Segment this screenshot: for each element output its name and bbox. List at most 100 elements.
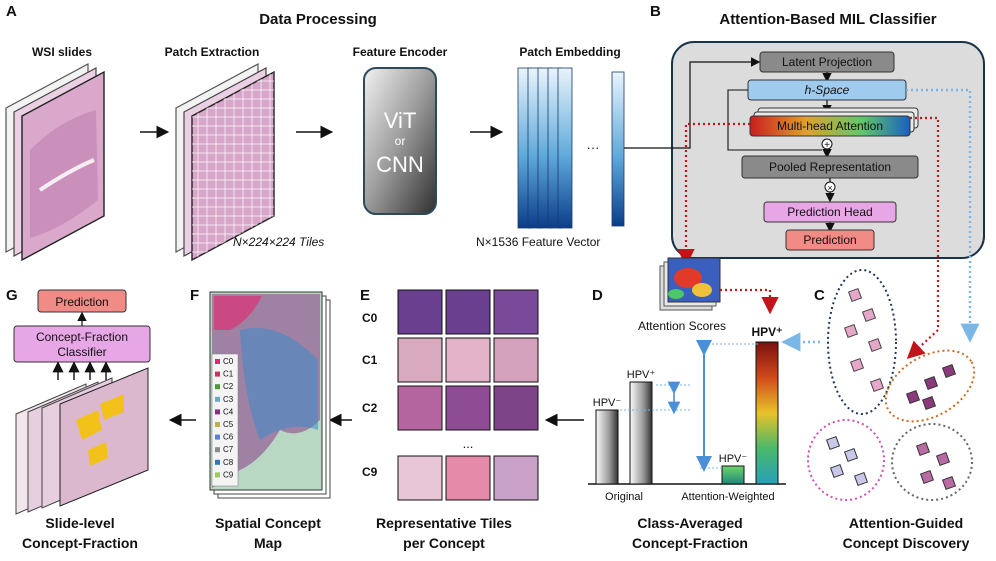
bar-weighted-hpv-neg <box>721 465 745 485</box>
patch-grid-image <box>175 62 275 262</box>
attention-scores-label: Attention Scores <box>638 319 726 333</box>
panel-letter-a: A <box>6 3 17 20</box>
panel-letter-b: B <box>650 3 661 20</box>
row-label-c1: C1 <box>362 353 378 367</box>
legend-label-c2: C2 <box>223 382 234 391</box>
panel-e-caption-2: per Concept <box>403 535 485 551</box>
h-space-label: h-Space <box>805 83 850 97</box>
legend-label-c3: C3 <box>223 395 234 404</box>
slide-fraction-stack <box>15 367 149 515</box>
legend-swatch-c4 <box>215 409 220 415</box>
panel-letter-d: D <box>592 287 603 304</box>
patch-label: Patch Extraction <box>165 45 260 59</box>
hspace-to-concept-arrow <box>906 88 980 343</box>
x-label-weighted: Attention-Weighted <box>681 491 774 503</box>
feature-vector-label: N×1536 Feature Vector <box>476 235 600 249</box>
panel-e: E C0 C1 C2 C9 ... Representative Tiles p… <box>360 287 539 551</box>
label-weighted-pos: HPV⁺ <box>751 325 782 339</box>
concept-cluster-gray <box>891 423 973 501</box>
panel-f-caption-1: Spatial Concept <box>215 515 321 531</box>
scores-to-bar-arrow <box>720 288 779 315</box>
legend-swatch-c0 <box>215 359 220 364</box>
prediction-label: Prediction <box>803 233 856 247</box>
label-orig-neg: HPV⁻ <box>593 397 622 409</box>
panel-g-caption-1: Slide-level <box>45 515 114 531</box>
bar-original-hpv-pos <box>629 381 653 485</box>
legend-label-c5: C5 <box>223 420 234 429</box>
pooled-label: Pooled Representation <box>769 160 891 174</box>
legend-swatch-c6 <box>215 434 220 440</box>
legend-swatch-c2 <box>215 384 220 390</box>
row-label-c9: C9 <box>362 465 378 479</box>
encoder-cnn: CNN <box>376 152 424 177</box>
panel-b-title: Attention-Based MIL Classifier <box>719 11 936 28</box>
panel-f-caption-2: Map <box>254 535 282 551</box>
multi-head-attention-box <box>749 115 911 137</box>
mha-to-scores-arrow <box>677 122 750 267</box>
panel-g-caption-2: Concept-Fraction <box>22 535 138 551</box>
legend-label-c7: C7 <box>223 445 234 454</box>
panel-letter-c: C <box>814 287 825 304</box>
legend-label-c1: C1 <box>223 370 234 379</box>
legend-label-c6: C6 <box>223 433 234 442</box>
wsi-label: WSI slides <box>32 45 92 59</box>
prediction-head-label: Prediction Head <box>787 205 872 219</box>
legend-label-c8: C8 <box>223 458 234 467</box>
panel-b: B Attention-Based MIL Classifier Latent … <box>624 3 985 359</box>
concept-cluster-orange <box>884 349 976 423</box>
concept-cluster-navy <box>827 269 897 415</box>
panel-g: G Prediction Concept-Fraction Classifier… <box>6 287 151 551</box>
tile-grid <box>397 289 539 501</box>
panel-letter-g: G <box>6 287 18 304</box>
x-label-original: Original <box>605 491 643 503</box>
classifier-label-1: Concept-Fraction <box>36 330 128 344</box>
legend-swatch-c7 <box>215 447 220 453</box>
prediction-box <box>785 229 875 251</box>
skip-connection <box>727 89 822 151</box>
concept-tiles <box>825 287 957 491</box>
tile-ellipsis: ... <box>463 436 474 451</box>
concept-fraction-classifier-box <box>13 325 151 363</box>
classifier-label-2: Classifier <box>57 345 106 359</box>
wsi-slides-image <box>5 62 105 262</box>
encoder-label: Feature Encoder <box>353 45 448 59</box>
map-region-3 <box>214 296 262 330</box>
legend-label-c9: C9 <box>223 470 234 479</box>
patch-embedding-bars <box>517 67 625 229</box>
classifier-input-arrows <box>52 361 112 380</box>
legend-swatch-c3 <box>215 396 220 402</box>
label-weighted-neg: HPV⁻ <box>719 453 748 465</box>
encoder-or: or <box>395 134 406 148</box>
concept-cluster-pink <box>807 419 885 501</box>
legend-label-c0: C0 <box>223 357 234 366</box>
row-label-c0: C0 <box>362 311 378 325</box>
latent-projection-label: Latent Projection <box>782 55 872 69</box>
panel-d-caption-2: Concept-Fraction <box>632 535 748 551</box>
legend-swatch-c1 <box>215 371 220 377</box>
panel-d-caption-1: Class-Averaged <box>637 515 742 531</box>
mha-label: Multi-head Attention <box>777 119 883 133</box>
g-prediction-label: Prediction <box>55 295 108 309</box>
panel-letter-e: E <box>360 287 370 304</box>
embedding-label: Patch Embedding <box>519 45 620 59</box>
legend-swatch-c5 <box>215 422 220 427</box>
panel-a-title: Data Processing <box>259 11 377 28</box>
attention-scores-image <box>659 257 721 311</box>
panel-d: D HPV⁻ HPV⁺ HPV⁻ HPV⁺ Original Attention… <box>588 287 786 551</box>
map-region-2 <box>240 328 318 440</box>
panel-c: C Attention-Guided Concept Discovery <box>781 269 976 551</box>
tiles-label: N×224×224 Tiles <box>233 235 324 249</box>
panel-e-caption-1: Representative Tiles <box>376 515 512 531</box>
legend-swatch-c9 <box>215 472 220 478</box>
label-orig-pos: HPV⁺ <box>627 369 656 381</box>
panel-a: A Data Processing WSI slides Patch Extra… <box>5 3 625 262</box>
feature-encoder-box <box>363 67 437 215</box>
bar-weighted-hpv-pos <box>755 341 779 485</box>
embedding-to-latent-arrow <box>624 57 761 149</box>
times-sign: × <box>827 183 832 193</box>
row-label-c2: C2 <box>362 401 378 415</box>
